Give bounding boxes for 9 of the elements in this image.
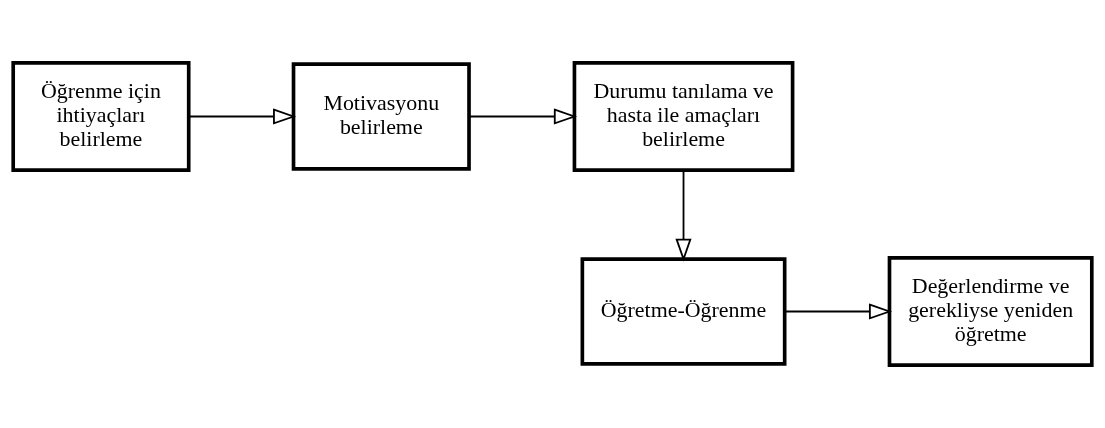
node-box: Öğretme-Öğrenme xyxy=(580,257,787,366)
node-box: Değerlendirme ve gerekliyse yeniden öğretme xyxy=(887,256,1094,367)
arrow xyxy=(783,303,893,320)
node-box: Motivasyonu belirleme xyxy=(291,62,471,171)
node-box: Öğrenme için ihtiyaçları belirleme xyxy=(11,61,191,172)
arrow xyxy=(188,108,297,125)
arrow xyxy=(468,108,578,125)
arrow xyxy=(675,169,692,262)
node-box: Durumu tanılama ve hasta ile amaçları belirleme xyxy=(572,61,795,172)
